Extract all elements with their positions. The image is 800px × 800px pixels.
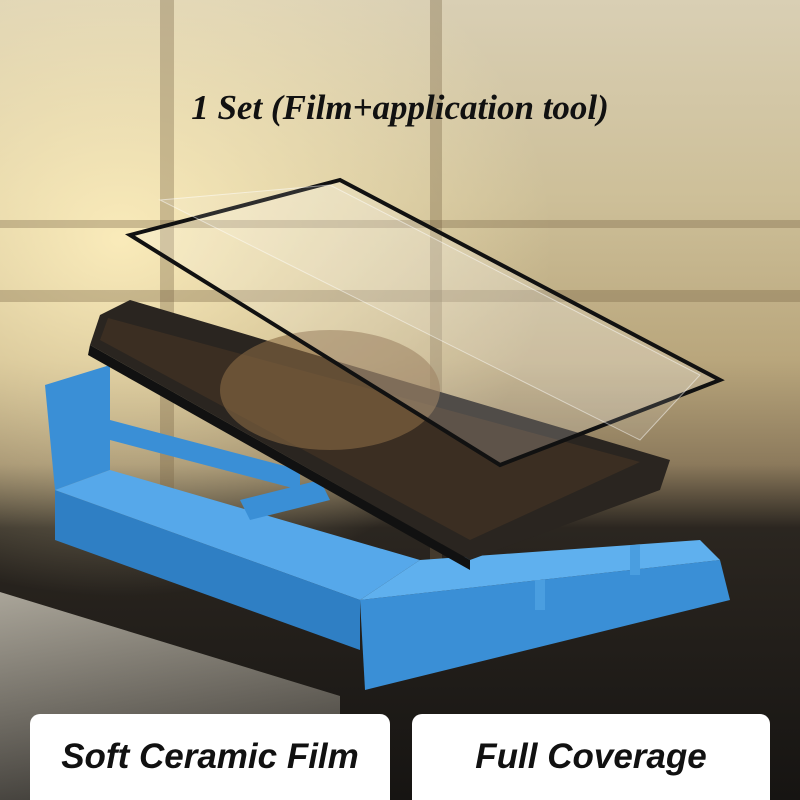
- application-tray: [45, 365, 730, 690]
- window-frame: [160, 0, 174, 560]
- page-title: 1 Set (Film+application tool): [191, 88, 609, 127]
- screen-film: [124, 177, 725, 468]
- window-frame: [0, 290, 800, 302]
- alignment-peg: [535, 580, 545, 610]
- phone: [88, 300, 670, 570]
- alignment-peg: [630, 545, 640, 575]
- feature-badge-full-coverage: Full Coverage: [412, 714, 770, 800]
- feature-badge-soft-ceramic: Soft Ceramic Film: [30, 714, 390, 800]
- window-frame: [0, 220, 800, 228]
